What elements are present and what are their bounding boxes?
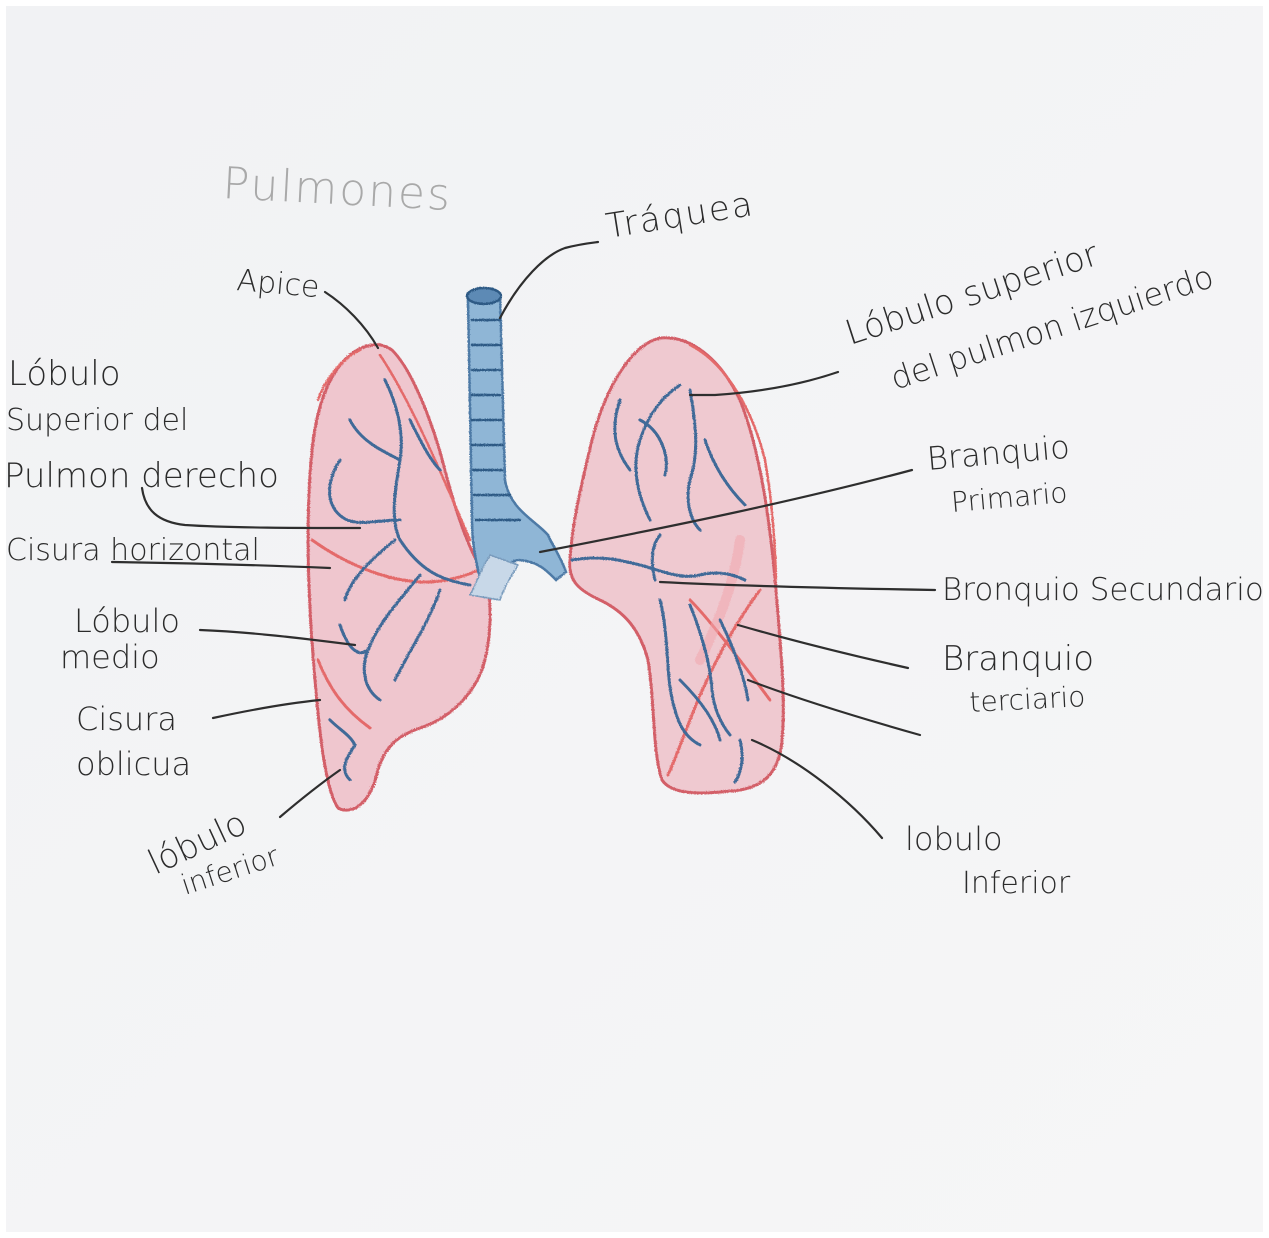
label-lobulo-superior-derecho-line2: Superior del: [6, 403, 188, 438]
label-bronquio-terciario-line1: Branquio: [942, 639, 1094, 679]
label-bronquio-terciario-line2: terciario: [969, 680, 1086, 719]
label-lobulo-superior-derecho-line1: Lóbulo: [8, 354, 121, 394]
label-lobulo-inferior-izquierdo-line1: lobulo: [905, 820, 1003, 858]
label-apice: Apice: [235, 263, 321, 305]
label-bronquio-secundario: Bronquio Secundario: [942, 572, 1264, 608]
label-cisura-oblicua-line1: Cisura: [76, 700, 177, 738]
label-lobulo-medio-line1: Lóbulo: [74, 602, 180, 640]
label-cisura-horizontal: Cisura horizontal: [6, 533, 260, 568]
label-cisura-oblicua-line2: oblicua: [76, 745, 191, 783]
label-lobulo-inferior-izquierdo-line2: Inferior: [962, 866, 1071, 901]
label-lobulo-superior-derecho-line3: Pulmon derecho: [4, 456, 279, 496]
label-lobulo-medio-line2: medio: [60, 638, 160, 676]
